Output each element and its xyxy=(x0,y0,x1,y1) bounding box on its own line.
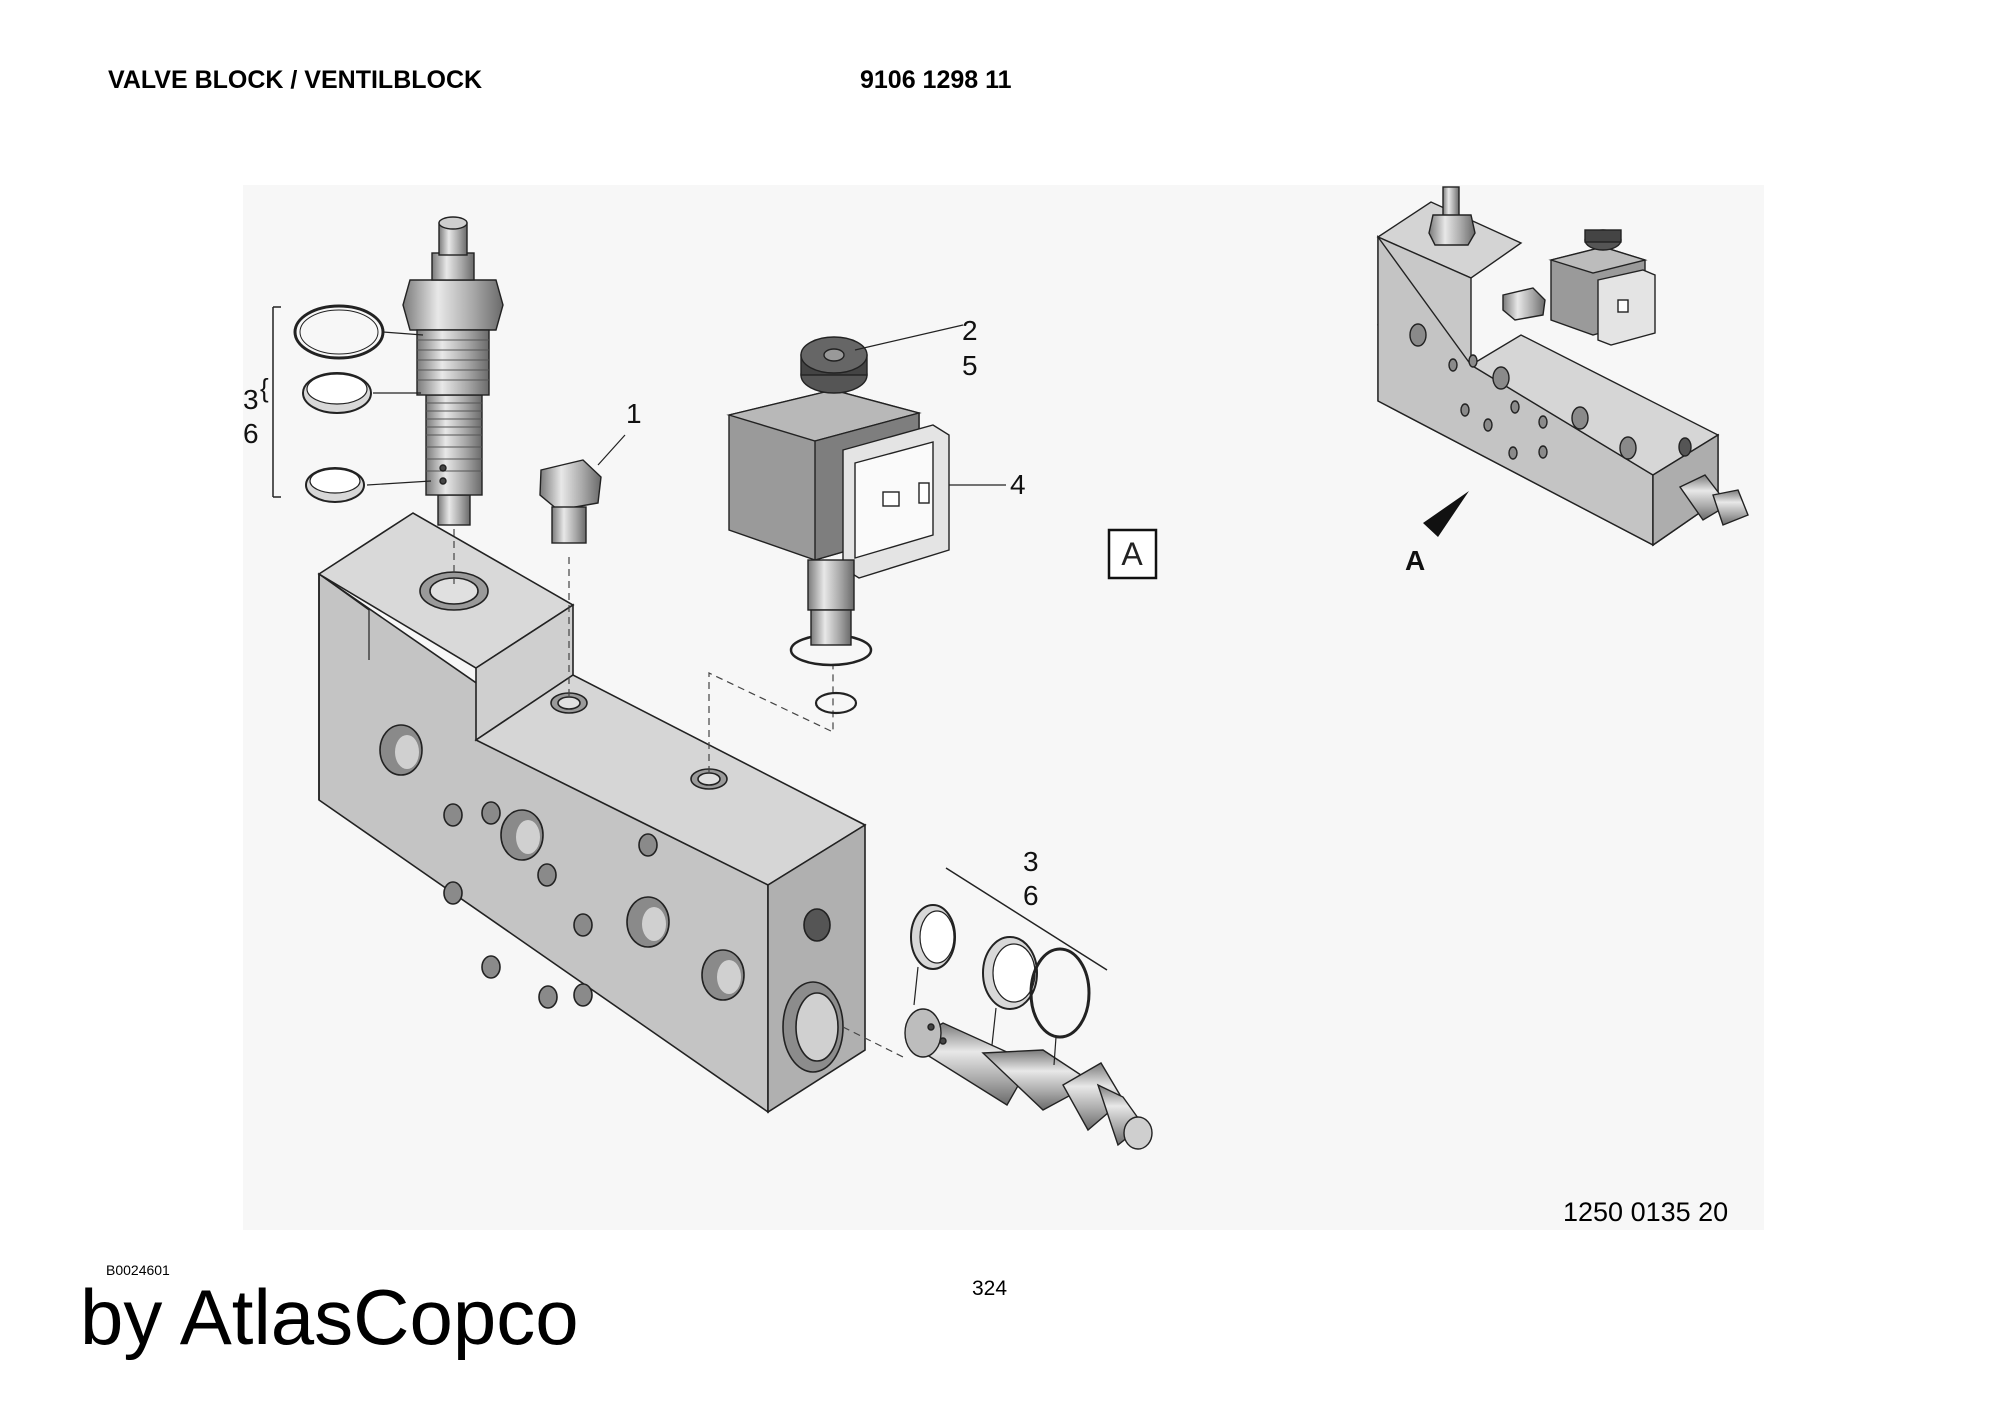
svg-text:{: { xyxy=(260,373,269,403)
brand-watermark: by AtlasCopco xyxy=(80,1273,579,1361)
page-number: 324 xyxy=(972,1277,1008,1300)
view-label-box: A xyxy=(1107,528,1158,580)
page-title: VALVE BLOCK / VENTILBLOCK xyxy=(108,66,483,94)
callout-2: 2 xyxy=(962,315,978,346)
cartridge-valve-bottom xyxy=(904,867,1153,1150)
callout-6-bottom: 6 xyxy=(1023,880,1039,911)
drawing-id: B0024601 xyxy=(106,1262,170,1278)
svg-text:A: A xyxy=(1121,536,1143,572)
callout-3-top: 3 xyxy=(243,384,259,415)
callout-6-top: 6 xyxy=(243,418,259,449)
callout-5: 5 xyxy=(962,350,978,381)
part-number: 9106 1298 11 xyxy=(860,66,1012,94)
callout-4: 4 xyxy=(1010,469,1026,500)
exploded-view-drawing: 1 2 5 4 3 6 3 6 { A xyxy=(243,185,1764,1230)
callout-3-bottom: 3 xyxy=(1023,846,1039,877)
callout-1: 1 xyxy=(626,398,642,429)
assembled-view xyxy=(1376,186,1749,547)
cartridge-valve-top xyxy=(272,216,504,526)
view-arrow-label: A xyxy=(1405,545,1425,576)
valve-block xyxy=(317,512,867,1114)
illustration-reference: 1250 0135 20 xyxy=(1563,1197,1729,1227)
solenoid-valve xyxy=(726,336,950,715)
plug xyxy=(539,459,602,544)
